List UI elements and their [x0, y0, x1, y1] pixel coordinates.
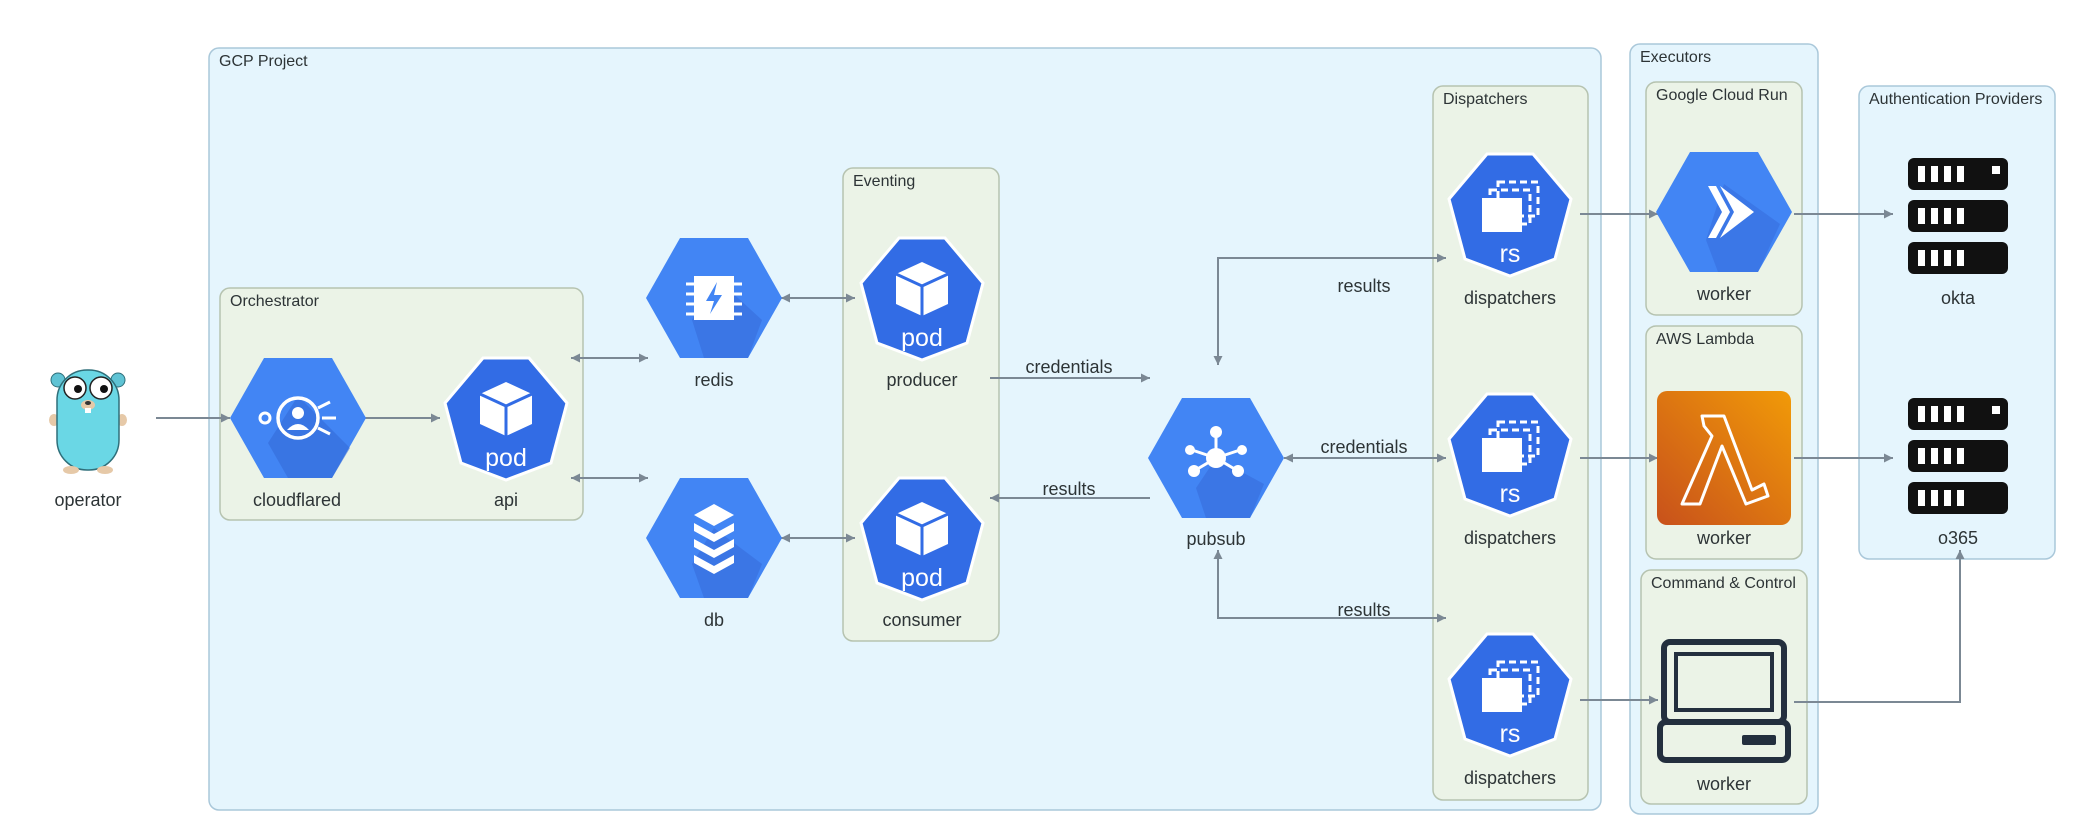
node-okta-label: okta: [1941, 288, 1976, 308]
node-pubsub[interactable]: pubsub: [1148, 398, 1284, 549]
node-redis-label: redis: [694, 370, 733, 390]
aws-lambda-icon: [1657, 391, 1791, 525]
node-o365-label: o365: [1938, 528, 1978, 548]
node-dispatchers-2-label: dispatchers: [1464, 528, 1556, 548]
node-consumer[interactable]: pod consumer: [859, 476, 985, 630]
identity-aware-proxy-icon: [230, 358, 366, 478]
edge-label-producer-pubsub: credentials: [1025, 357, 1112, 377]
node-worker-cloud-run[interactable]: worker: [1656, 152, 1792, 304]
kubernetes-replicaset-icon: rs: [1447, 632, 1573, 758]
node-dispatchers-1[interactable]: rs dispatchers: [1447, 152, 1573, 308]
cluster-dispatchers-label: Dispatchers: [1443, 91, 1527, 108]
cluster-authentication-providers-label: Authentication Providers: [1869, 91, 2042, 108]
kubernetes-pod-icon: pod: [859, 476, 985, 602]
kubernetes-pod-icon: pod: [443, 356, 569, 482]
datastore-icon: [646, 478, 782, 598]
cluster-command-control-label: Command & Control: [1651, 575, 1796, 592]
gopher-icon: [49, 369, 127, 474]
memorystore-icon: [646, 238, 782, 358]
node-worker-cc[interactable]: worker: [1657, 639, 1791, 794]
node-dispatchers-3[interactable]: rs dispatchers: [1447, 632, 1573, 788]
node-dispatchers-3-badge: rs: [1500, 720, 1521, 748]
cluster-aws-lambda-label: AWS Lambda: [1656, 331, 1754, 348]
pubsub-icon: [1148, 398, 1284, 518]
kubernetes-replicaset-icon: rs: [1447, 392, 1573, 518]
edge-pubsub-dispatchers-1: [1213, 253, 1446, 365]
cluster-google-cloud-run-label: Google Cloud Run: [1656, 87, 1788, 104]
node-o365[interactable]: o365: [1908, 398, 2008, 548]
server-rack-icon: [1908, 398, 2008, 514]
kubernetes-replicaset-icon: rs: [1447, 152, 1573, 278]
node-worker-cc-label: worker: [1696, 774, 1751, 794]
node-db-label: db: [704, 610, 724, 630]
edge-label-pubsub-dispatchers-2: credentials: [1320, 437, 1407, 457]
kubernetes-pod-icon: pod: [859, 236, 985, 362]
node-db[interactable]: db: [646, 478, 782, 630]
edges: [156, 209, 1965, 705]
edge-label-pubsub-consumer: results: [1042, 479, 1095, 499]
node-worker-lambda-label: worker: [1696, 528, 1751, 548]
node-dispatchers-1-label: dispatchers: [1464, 288, 1556, 308]
node-cloudflared[interactable]: cloudflared: [230, 358, 366, 510]
node-cloudflared-label: cloudflared: [253, 490, 341, 510]
edge-cc-o365: [1794, 550, 1965, 703]
server-rack-icon: [1908, 158, 2008, 274]
node-dispatchers-3-label: dispatchers: [1464, 768, 1556, 788]
cluster-gcp-project-label: GCP Project: [219, 53, 308, 70]
edge-pubsub-dispatchers-3: [1213, 550, 1446, 623]
node-consumer-badge: pod: [901, 564, 943, 592]
node-api-label: api: [494, 490, 518, 510]
node-worker-cloud-run-label: worker: [1696, 284, 1751, 304]
node-producer-label: producer: [886, 370, 957, 390]
node-operator-label: operator: [54, 490, 121, 510]
node-okta[interactable]: okta: [1908, 158, 2008, 308]
edge-label-pubsub-dispatchers-3: results: [1337, 600, 1390, 620]
node-dispatchers-1-badge: rs: [1500, 240, 1521, 268]
node-api-badge: pod: [485, 444, 527, 472]
node-redis[interactable]: redis: [646, 238, 782, 390]
node-producer-badge: pod: [901, 324, 943, 352]
laptop-icon: [1657, 639, 1791, 763]
cloud-run-icon: [1656, 152, 1792, 272]
node-consumer-label: consumer: [882, 610, 961, 630]
node-dispatchers-2-badge: rs: [1500, 480, 1521, 508]
edge-label-pubsub-dispatchers-1: results: [1337, 276, 1390, 296]
node-dispatchers-2[interactable]: rs dispatchers: [1447, 392, 1573, 548]
node-producer[interactable]: pod producer: [859, 236, 985, 390]
cluster-command-control: Command & Control: [1640, 569, 1808, 805]
node-operator[interactable]: operator: [49, 369, 127, 510]
node-pubsub-label: pubsub: [1186, 529, 1245, 549]
cluster-eventing-label: Eventing: [853, 173, 915, 190]
cluster-orchestrator-label: Orchestrator: [230, 293, 320, 310]
cluster-executors-label: Executors: [1640, 49, 1711, 66]
node-worker-lambda[interactable]: worker: [1657, 391, 1791, 548]
node-api[interactable]: pod api: [443, 356, 569, 510]
